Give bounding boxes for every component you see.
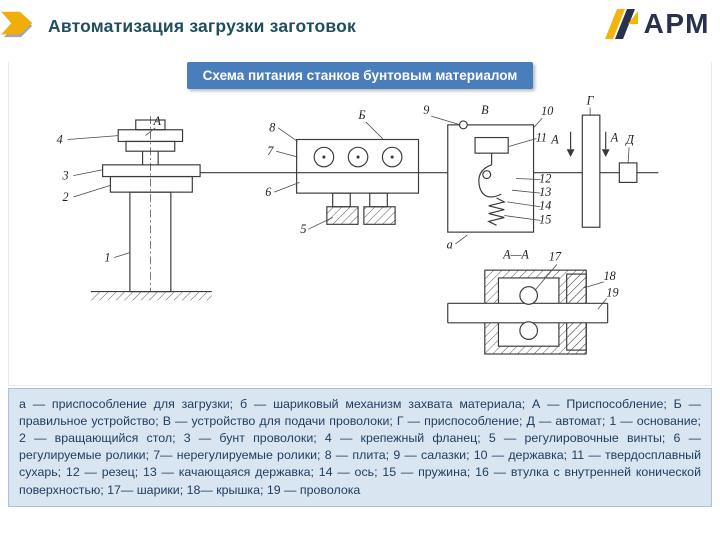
part-label-12: 12 (539, 171, 551, 185)
slide-header: Автоматизация загрузки заготовок АРМ (0, 0, 720, 56)
part-label-18: 18 (604, 269, 616, 283)
part-label-3: 3 (62, 168, 69, 182)
part-label-10: 10 (541, 104, 553, 118)
apm-logo: АРМ (595, 6, 710, 42)
view-label-v: В (481, 103, 489, 117)
machine-a-drawing (90, 116, 212, 301)
view-label-a-machine: А (152, 114, 161, 128)
part-label-2: 2 (63, 190, 69, 204)
device-v-drawing (447, 120, 535, 233)
diagram-svg: 4 3 2 1 А 8 7 6 Б 5 9 В 10 11 12 13 14 1… (57, 93, 659, 355)
section-arrow-label-left: А (550, 132, 559, 146)
part-label-6: 6 (265, 185, 272, 199)
view-label-d: Д (625, 132, 635, 146)
caption-text: а — приспособление для загрузки; б — шар… (19, 397, 701, 497)
part-label-13: 13 (539, 185, 551, 199)
slide-body: Схема питания станков бунтовым материало… (8, 62, 712, 386)
device-b-drawing (296, 138, 420, 225)
page-title: Автоматизация загрузки заготовок (48, 16, 356, 36)
apm-logo-icon (604, 9, 638, 39)
part-label-5: 5 (300, 222, 306, 236)
part-label-1: 1 (104, 250, 110, 264)
part-label-11: 11 (536, 130, 547, 144)
section-aa-label: А—А (502, 247, 529, 261)
view-label-g: Г (586, 93, 595, 107)
view-label-b: Б (357, 108, 365, 122)
part-label-8: 8 (269, 121, 275, 135)
view-label-a-small: а (447, 238, 453, 252)
corner-arrow-icon (1, 11, 33, 38)
leader-lines (67, 107, 630, 310)
part-label-19: 19 (606, 285, 618, 299)
caption-box: а — приспособление для загрузки; б — шар… (8, 388, 712, 507)
part-label-15: 15 (539, 212, 551, 226)
part-label-4: 4 (57, 132, 63, 146)
section-arrow-label-right: А (610, 130, 619, 144)
section-aa-drawing (447, 269, 609, 355)
part-label-17: 17 (549, 249, 562, 263)
part-label-14: 14 (539, 199, 551, 213)
subtitle-badge: Схема питания станков бунтовым материало… (186, 62, 534, 89)
part-label-7: 7 (267, 144, 274, 158)
part-labels: 4 3 2 1 А 8 7 6 Б 5 9 В 10 11 12 13 14 1… (57, 93, 636, 299)
apm-logo-text: АРМ (643, 8, 710, 39)
part-label-9: 9 (423, 103, 429, 117)
